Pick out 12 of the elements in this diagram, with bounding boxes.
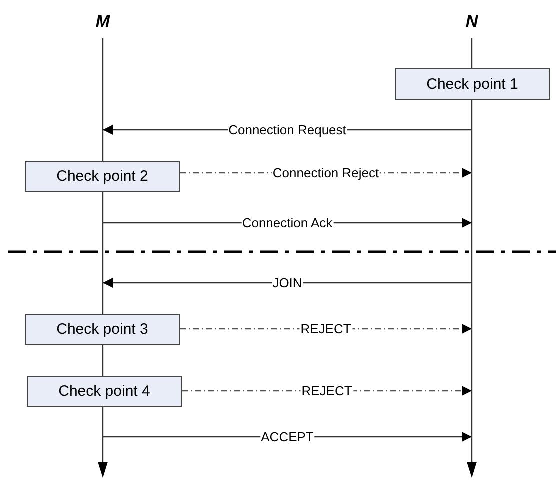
checkpoint-box: Check point 3 (25, 314, 180, 345)
arrow (103, 278, 472, 288)
edge-label: Connection Request (228, 122, 348, 138)
checkpoint-box: Check point 4 (27, 376, 182, 407)
edge-label: REJECT (300, 322, 352, 336)
edge-label: ACCEPT (260, 430, 315, 444)
edge-label: Connection Reject (272, 166, 380, 180)
edge-label: JOIN (272, 276, 304, 290)
edge-label: REJECT (300, 384, 354, 398)
checkpoint-box: Check point 1 (395, 68, 550, 100)
edge-label: Connection Ack (241, 216, 334, 230)
checkpoint-box: Check point 2 (25, 161, 180, 192)
